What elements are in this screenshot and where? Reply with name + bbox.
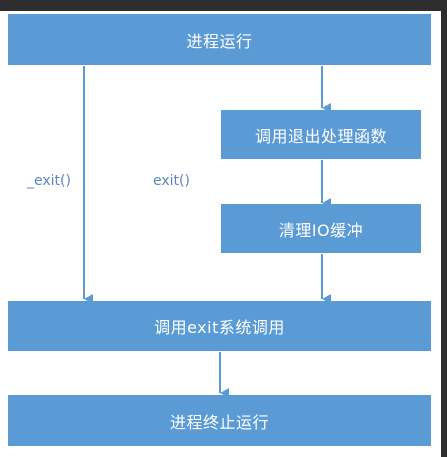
window-top-border — [0, 0, 447, 11]
window-right-border — [441, 0, 447, 457]
label-underscore-exit: _exit() — [27, 173, 71, 189]
box-call-exit-handlers: 调用退出处理函数 — [221, 110, 421, 159]
box-process-terminated: 进程终止运行 — [8, 395, 431, 446]
box-call-exit-syscall: 调用exit系统调用 — [8, 301, 431, 351]
box-flush-io-buffers: 清理IO缓冲 — [221, 204, 421, 253]
label-exit: exit() — [153, 173, 190, 189]
box-process-running: 进程运行 — [8, 14, 431, 65]
